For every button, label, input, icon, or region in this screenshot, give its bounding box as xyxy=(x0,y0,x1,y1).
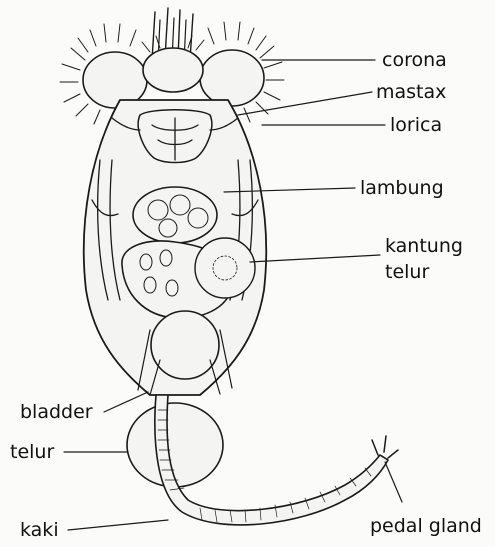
label-corona: corona xyxy=(382,49,447,71)
label-mastax: mastax xyxy=(376,81,446,103)
label-lambung: lambung xyxy=(360,177,444,199)
label-bladder: bladder xyxy=(20,401,93,423)
label-kantung-telur: telur xyxy=(385,261,429,283)
telur-egg xyxy=(127,403,223,487)
label-kantung: kantung xyxy=(385,235,463,257)
label-telur: telur xyxy=(10,441,54,463)
label-pedal-gland: pedal gland xyxy=(370,515,482,537)
label-kaki: kaki xyxy=(20,519,59,541)
label-lorica: lorica xyxy=(390,114,442,136)
lambung xyxy=(133,187,217,243)
